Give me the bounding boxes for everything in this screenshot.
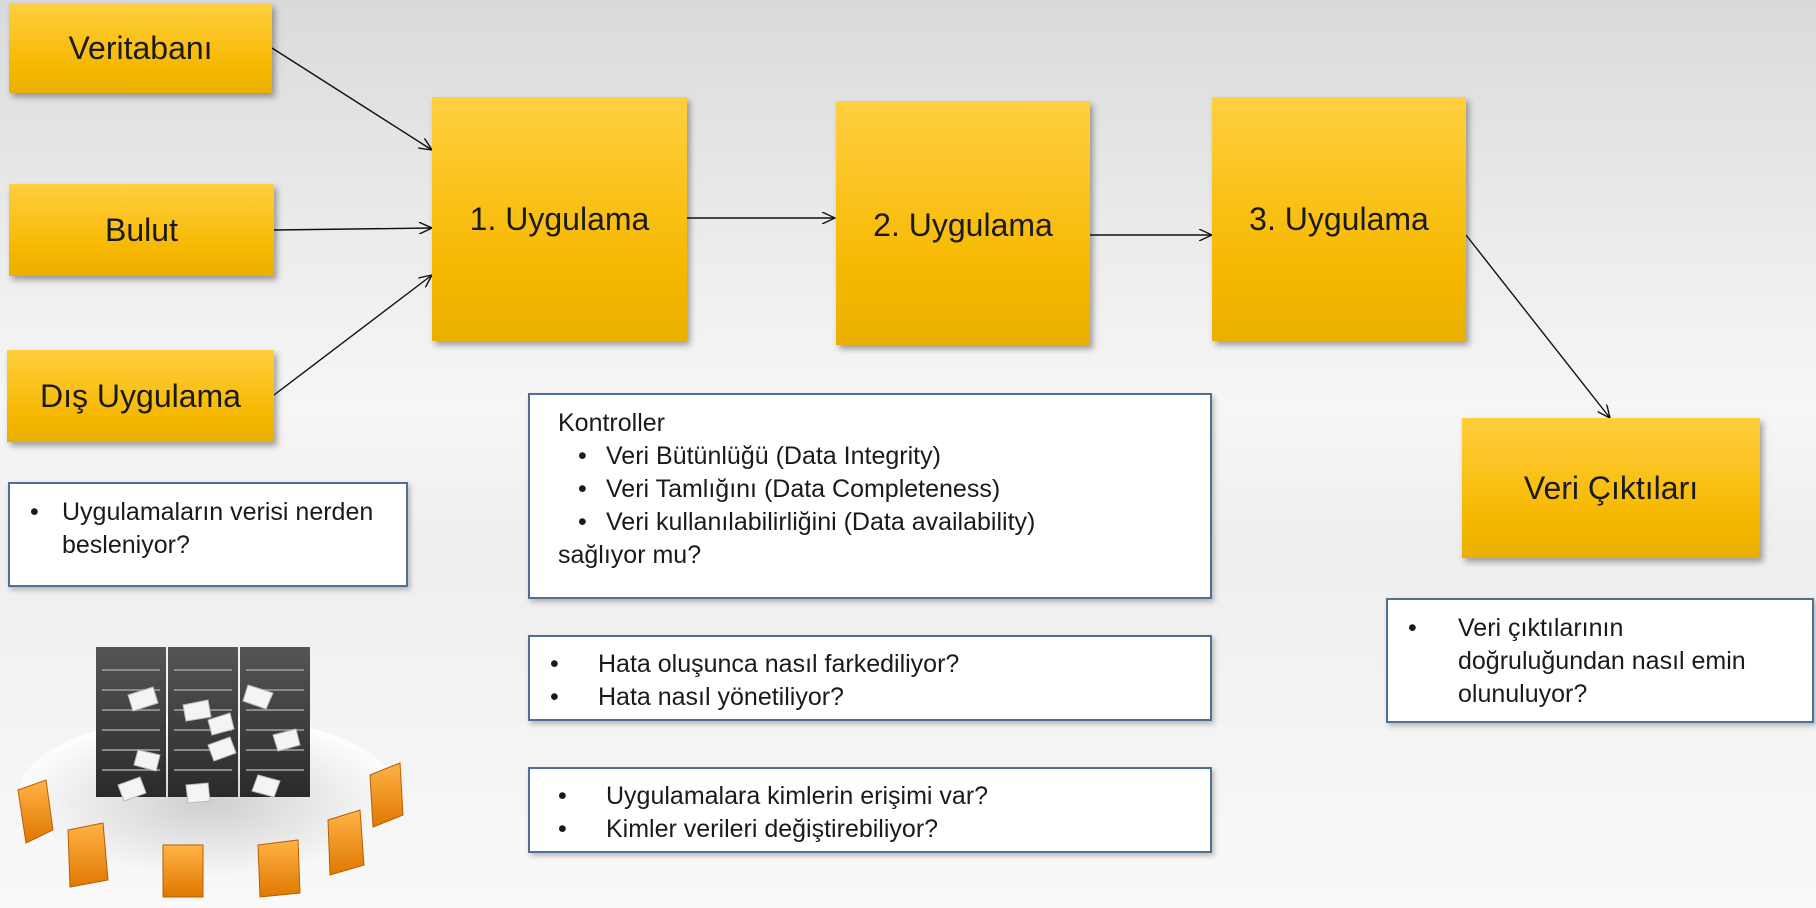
output-question-item: Veri çıktılarının doğruluğundan nasıl em… <box>1388 612 1796 711</box>
note-source-question: Uygulamaların verisi nerden besleniyor? <box>8 482 408 587</box>
note-errors: Hata oluşunca nasıl farkediliyor? Hata n… <box>528 635 1212 721</box>
arrow-dis-to-app1 <box>273 275 432 396</box>
controls-item: Veri Bütünlüğü (Data Integrity) <box>530 440 1190 473</box>
controls-item: Veri kullanılabilirliğini (Data availabi… <box>530 506 1190 539</box>
controls-title: Kontroller <box>558 409 665 437</box>
access-item: Uygulamalara kimlerin erişimi var? <box>530 780 1210 813</box>
arrow-app3-to-output <box>1465 234 1610 418</box>
app-1: 1. Uygulama <box>432 97 687 341</box>
note-access: Uygulamalara kimlerin erişimi var? Kimle… <box>528 767 1212 853</box>
output-veri-ciktilari: Veri Çıktıları <box>1462 418 1760 558</box>
source-question-item: Uygulamaların verisi nerden besleniyor? <box>10 496 396 562</box>
app-3: 3. Uygulama <box>1212 97 1466 341</box>
app-1-label: 1. Uygulama <box>469 201 650 237</box>
app-2: 2. Uygulama <box>836 101 1090 345</box>
app-2-label: 2. Uygulama <box>873 207 1053 243</box>
arrow-bulut-to-app1 <box>273 228 432 230</box>
note-output-question: Veri çıktılarının doğruluğundan nasıl em… <box>1386 598 1814 723</box>
note-controls: Kontroller Veri Bütünlüğü (Data Integrit… <box>528 393 1212 599</box>
access-item: Kimler verileri değiştirebiliyor? <box>530 813 1210 846</box>
errors-item: Hata nasıl yönetiliyor? <box>530 681 1210 714</box>
app-3-label: 3. Uygulama <box>1249 201 1429 237</box>
controls-tail: sağlıyor mu? <box>558 541 702 569</box>
source-bulut: Bulut <box>9 184 274 276</box>
arrow-veritabani-to-app1 <box>271 47 432 150</box>
errors-item: Hata oluşunca nasıl farkediliyor? <box>530 648 1210 681</box>
server-rack-with-folders-icon <box>17 647 404 898</box>
source-veritabani: Veritabanı <box>9 3 272 93</box>
controls-item: Veri Tamlığını (Data Completeness) <box>530 473 1190 506</box>
source-dis-uygulama: Dış Uygulama <box>7 350 274 442</box>
